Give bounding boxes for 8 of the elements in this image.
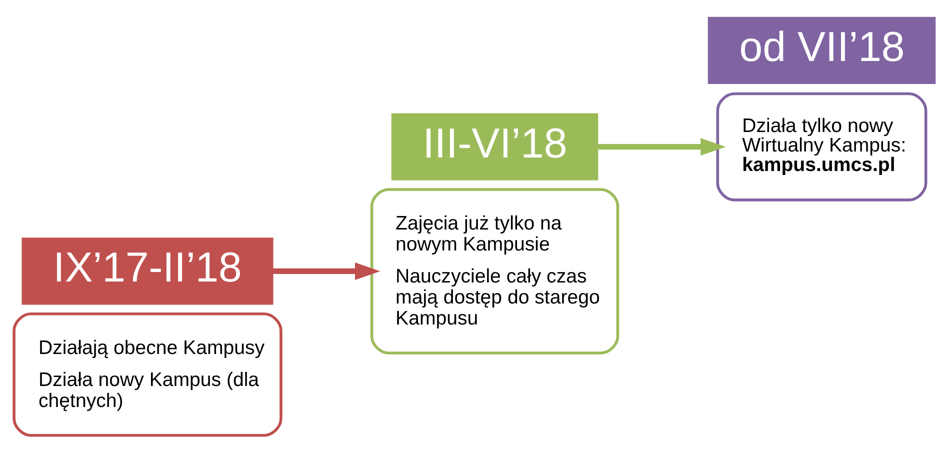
node-box: Działają obecne Kampusy Działa nowy Kampus (dla chętnych) <box>12 312 282 436</box>
node-box: od VII’18 <box>708 16 936 84</box>
node-box: III-VI’18 <box>391 112 598 180</box>
arrow <box>272 262 380 280</box>
node-box: Zajęcia już tylko na nowym Kampusie Nauczyciele cały czas mają dostęp do starego Kampusu <box>370 188 620 354</box>
node-box: Działa tylko nowy Wirtualny Kampus: kampus.umcs.pl <box>716 92 928 201</box>
arrow <box>598 138 726 156</box>
node-box: IX’17-II’18 <box>22 237 274 304</box>
